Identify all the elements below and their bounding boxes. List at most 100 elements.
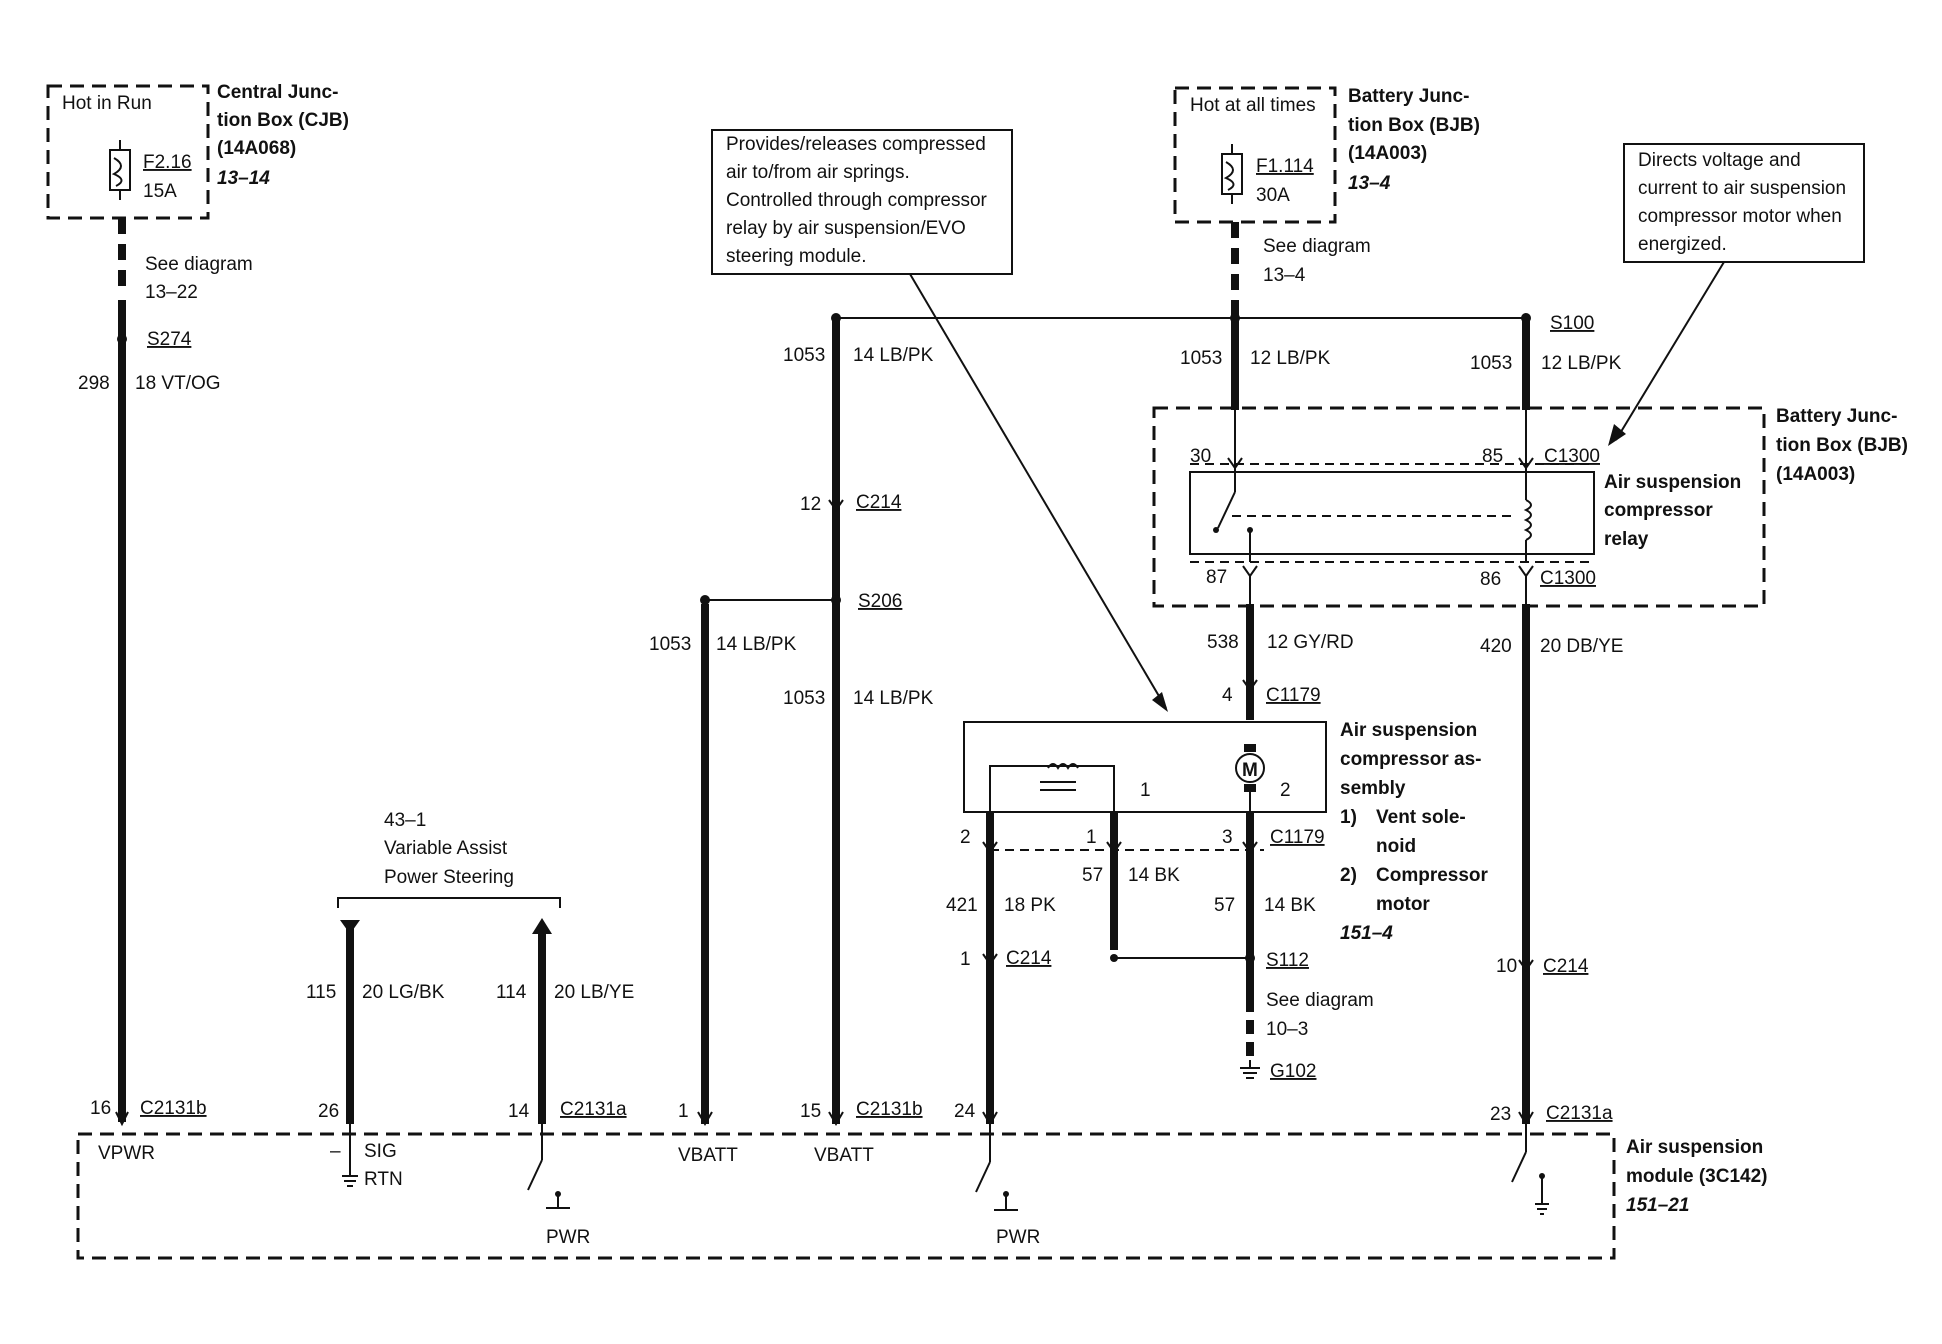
svg-text:1: 1 (678, 1101, 689, 1122)
variable-assist-power-steering: 43–1 Variable Assist Power Steering 115 … (306, 810, 634, 1124)
svg-text:1053: 1053 (783, 688, 825, 709)
svg-text:57: 57 (1082, 865, 1103, 886)
bjb-top-title-1: Battery Junc- (1348, 86, 1469, 107)
wire-1053-c-circuit: 1053 (1470, 353, 1512, 374)
svg-text:23: 23 (1490, 1104, 1511, 1125)
svg-text:C1179: C1179 (1266, 685, 1321, 706)
svg-text:motor: motor (1376, 894, 1430, 915)
svg-text:24: 24 (954, 1101, 976, 1122)
svg-text:PWR: PWR (996, 1227, 1040, 1248)
svg-text:3: 3 (1222, 827, 1233, 848)
splice-s274: S274 (147, 329, 192, 350)
svg-text:14 BK: 14 BK (1264, 895, 1316, 916)
svg-text:Air suspension: Air suspension (1604, 472, 1741, 493)
svg-text:421: 421 (946, 895, 978, 916)
svg-text:1: 1 (1086, 827, 1097, 848)
svg-text:See diagram: See diagram (1266, 990, 1374, 1011)
motor-icon: M (1242, 760, 1258, 781)
splice-s206: S206 (858, 591, 902, 612)
svg-text:57: 57 (1214, 895, 1235, 916)
svg-text:20 LB/YE: 20 LB/YE (554, 982, 634, 1003)
svg-text:16: 16 (90, 1098, 111, 1119)
svg-text:noid: noid (1376, 836, 1416, 857)
compressor-assembly: M 1 2 Air suspension compressor as- semb… (963, 720, 1489, 944)
svg-text:12: 12 (800, 494, 821, 515)
svg-text:538: 538 (1207, 632, 1239, 653)
bjb-hot-label: Hot at all times (1190, 95, 1316, 116)
svg-text:4: 4 (1222, 685, 1233, 706)
relay-pin-30: 30 (1190, 446, 1211, 467)
svg-text:C2131b: C2131b (140, 1098, 207, 1119)
svg-text:compressor motor when: compressor motor when (1638, 206, 1842, 227)
svg-text:15: 15 (800, 1101, 821, 1122)
svg-text:2: 2 (960, 827, 971, 848)
cjb-title-3: (14A068) (217, 138, 296, 159)
svg-text:151–21: 151–21 (1626, 1195, 1689, 1216)
bjb-see-ref: 13–4 (1263, 265, 1306, 286)
relay-pin-87: 87 (1206, 567, 1227, 588)
bjb-top-title-2: tion Box (BJB) (1348, 115, 1480, 136)
svg-text:C2131a: C2131a (1546, 1103, 1613, 1124)
svg-text:compressor: compressor (1604, 500, 1713, 521)
svg-text:10: 10 (1496, 956, 1517, 977)
svg-text:Battery Junc-: Battery Junc- (1776, 406, 1897, 427)
wire-298: See diagram 13–22 S274 298 18 VT/OG (78, 218, 253, 1127)
splice-s112: S112 (1266, 950, 1309, 971)
wire-298-spec: 18 VT/OG (135, 373, 221, 394)
svg-text:1053: 1053 (783, 345, 825, 366)
svg-text:114: 114 (496, 982, 527, 1003)
svg-text:–: – (330, 1141, 341, 1162)
bjb-fuse-id: F1.114 (1256, 156, 1314, 177)
wire-1053-c-spec: 12 LB/PK (1541, 353, 1622, 374)
svg-text:C2131a: C2131a (560, 1099, 627, 1120)
svg-text:C1179: C1179 (1270, 827, 1325, 848)
relay-pin-85: 85 (1482, 446, 1503, 467)
svg-text:C214: C214 (856, 492, 902, 513)
splice-s100: S100 (1550, 313, 1594, 334)
svg-text:151–4: 151–4 (1340, 923, 1393, 944)
svg-text:relay by air suspension/EVO: relay by air suspension/EVO (726, 218, 966, 239)
svg-text:tion Box (BJB): tion Box (BJB) (1776, 435, 1908, 456)
svg-text:10–3: 10–3 (1266, 1019, 1308, 1040)
callout-relay: Directs voltage and current to air suspe… (1608, 143, 1865, 446)
relay-conn-bottom: C1300 (1540, 568, 1596, 589)
cjb-see-ref: 13–22 (145, 282, 198, 303)
svg-text:14 BK: 14 BK (1128, 865, 1180, 886)
svg-text:12 GY/RD: 12 GY/RD (1267, 632, 1354, 653)
wire-1053-b-circuit: 1053 (1180, 348, 1222, 369)
svg-text:14 LB/PK: 14 LB/PK (716, 634, 797, 655)
battery-junction-box-top: Hot at all times F1.114 30A Battery Junc… (1173, 86, 1480, 286)
cjb-title-2: tion Box (CJB) (217, 110, 349, 131)
svg-text:1: 1 (960, 949, 971, 970)
svg-text:VPWR: VPWR (98, 1143, 155, 1164)
svg-text:energized.: energized. (1638, 234, 1727, 255)
central-junction-box: Hot in Run F2.16 15A Central Junc- tion … (46, 82, 349, 220)
svg-text:Directs voltage and: Directs voltage and (1638, 150, 1801, 171)
svg-text:Variable Assist: Variable Assist (384, 838, 508, 859)
svg-text:14 LB/PK: 14 LB/PK (853, 688, 934, 709)
wire-298-circuit: 298 (78, 373, 110, 394)
svg-text:PWR: PWR (546, 1227, 590, 1248)
svg-text:C214: C214 (1006, 948, 1052, 969)
cjb-see-diagram: See diagram (145, 254, 253, 275)
svg-text:VBATT: VBATT (814, 1145, 874, 1166)
svg-text:14: 14 (508, 1101, 530, 1122)
air-suspension-module: Air suspension module (3C142) 151–21 16 … (76, 1098, 1767, 1260)
svg-text:relay: relay (1604, 529, 1649, 550)
svg-text:air to/from air springs.: air to/from air springs. (726, 162, 910, 183)
svg-text:Provides/releases compressed: Provides/releases compressed (726, 134, 986, 155)
svg-text:20 DB/YE: 20 DB/YE (1540, 636, 1623, 657)
bjb-top-ref: 13–4 (1348, 173, 1391, 194)
svg-text:20 LG/BK: 20 LG/BK (362, 982, 445, 1003)
cjb-fuse-id: F2.16 (143, 152, 192, 173)
ground-g102: G102 (1270, 1061, 1316, 1082)
ground-icon (1240, 1060, 1260, 1079)
svg-text:Power Steering: Power Steering (384, 867, 514, 888)
svg-text:43–1: 43–1 (384, 810, 426, 831)
svg-text:compressor as-: compressor as- (1340, 749, 1482, 770)
relay-pin-86: 86 (1480, 569, 1501, 590)
svg-text:1): 1) (1340, 807, 1357, 828)
svg-text:(14A003): (14A003) (1776, 464, 1855, 485)
svg-text:Air suspension: Air suspension (1626, 1137, 1763, 1158)
